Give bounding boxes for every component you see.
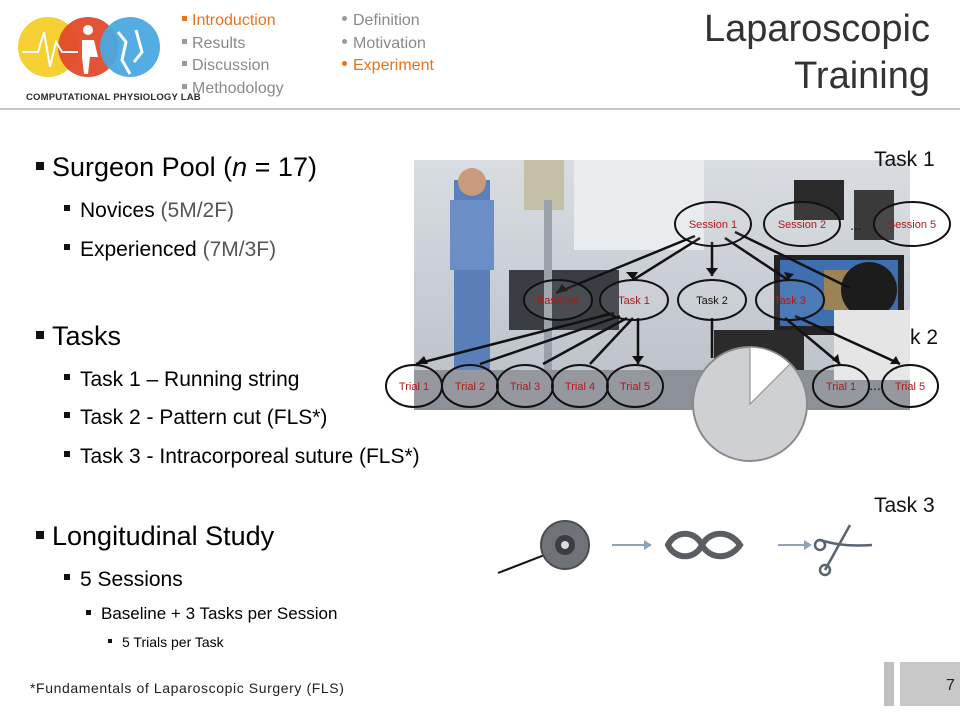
nav-item-definition[interactable]: Definition [342,10,434,33]
progress-pie-icon [692,346,808,462]
footnote: *Fundamentals of Laparoscopic Surgery (F… [30,680,345,696]
scissors-icon [813,524,873,577]
slide-title-line2: Training [794,55,930,97]
session-label-2: Session 2 [778,219,826,231]
nav-item-motivation[interactable]: Motivation [342,33,434,56]
bullet-task3: Task 3 - Intracorporeal suture (FLS*) [64,445,420,469]
nav-item-introduction[interactable]: Introduction [182,10,284,33]
page-number-box [900,662,960,706]
trial-label-4: Trial 4 [565,381,595,393]
trial-label-5: Trial 5 [620,381,650,393]
task-1-label: Task 1 [874,148,935,171]
trial-label-3: Trial 3 [510,381,540,393]
nav-item-experiment[interactable]: Experiment [342,55,434,78]
session-ellipsis: ... [850,217,862,233]
slide-title-line1: Laparoscopic [703,8,930,50]
nav-item-discussion[interactable]: Discussion [182,55,284,78]
lab-logo: COMPUTATIONAL PHYSIOLOGY LAB [18,12,201,103]
task-2-label: k 2 [910,326,939,349]
bullet-tasks: Tasks [36,321,121,352]
session-label-1: Session 1 [689,219,737,231]
experiment-hierarchy-diagram: Session 1 Session 2 ... Session 5 Baseli… [385,201,951,408]
task-nodes [523,279,825,321]
task-label-task1: Task 1 [618,295,650,307]
nav-item-methodology[interactable]: Methodology [182,78,284,101]
trial-right-ellipsis: ... [869,377,881,393]
bullet-trials: 5 Trials per Task [108,634,224,650]
bullet-novices: Novices (5M/2F) [64,199,234,223]
slide-header: COMPUTATIONAL PHYSIOLOGY LAB Introductio… [0,0,960,108]
page-number: 7 [946,677,955,694]
knot-icon [664,530,744,560]
session-node-1 [674,201,752,247]
trial-right-label-1: Trial 1 [826,381,856,393]
logo-text: COMPUTATIONAL PHYSIOLOGY LAB [26,92,201,103]
trial-nodes [385,364,939,408]
task-node-task3 [755,279,825,321]
page-bar-accent [884,662,894,706]
bullet-sessions: 5 Sessions [64,568,183,592]
task-node-task2 [677,279,747,321]
nav-subsection-list: Definition Motivation Experiment [342,10,434,78]
session-node-2 [763,201,841,247]
bullet-surgeon-pool: Surgeon Pool (n = 17) [36,152,317,183]
task-label-task3: Task 3 [774,295,806,307]
bullet-task1: Task 1 – Running string [64,368,299,392]
trial-right-label-5: Trial 5 [895,381,925,393]
nav-section-list: Introduction Results Discussion Methodol… [182,10,284,100]
session-nodes [674,201,951,247]
task-3-label: Task 3 [874,494,935,517]
slide-title: Laparoscopic Training [704,6,930,100]
bullet-task2: Task 2 - Pattern cut (FLS*) [64,406,327,430]
bullet-experienced: Experienced (7M/3F) [64,238,276,262]
session-label-5: Session 5 [888,219,936,231]
task-label-task2: Task 2 [696,295,728,307]
session-node-5 [873,201,951,247]
task-node-baseline [523,279,593,321]
trial-label-1: Trial 1 [399,381,429,393]
nav-item-results[interactable]: Results [182,33,284,56]
trial-label-2: Trial 2 [455,381,485,393]
header-divider [0,108,960,110]
bullet-baseline: Baseline + 3 Tasks per Session [86,604,337,624]
task-label-baseline: Baseline [537,295,579,307]
suture-process-illustration [497,520,873,577]
task-node-task1 [599,279,669,321]
logo-circles [18,17,160,77]
bullet-longitudinal-study: Longitudinal Study [36,521,274,552]
